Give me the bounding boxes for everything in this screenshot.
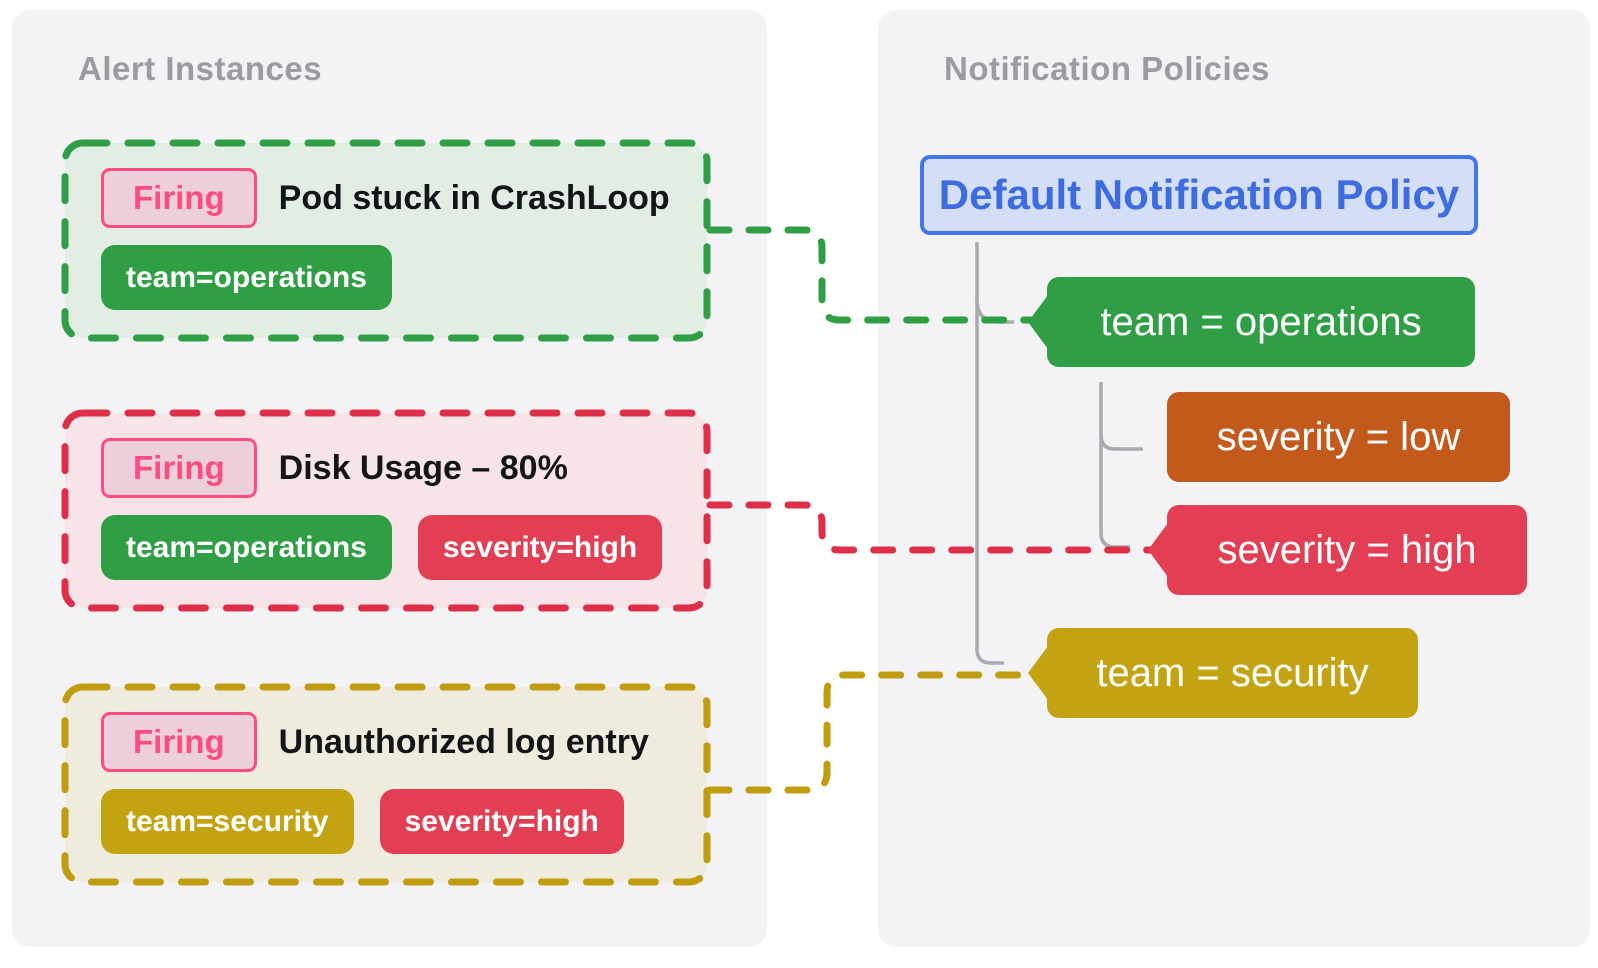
alert-card-unauthorized-log: Firing Unauthorized log entry team=secur…	[65, 687, 707, 882]
policy-node-team-security: team = security	[1047, 628, 1418, 718]
policy-node-label: severity = high	[1217, 527, 1477, 572]
label-chip-team-operations: team=operations	[101, 245, 392, 310]
alert-card-header: Firing Disk Usage – 80%	[101, 438, 568, 498]
policy-node-label: team = operations	[1100, 299, 1422, 344]
policy-node-team-operations: team = operations	[1047, 277, 1475, 367]
alert-card-header: Firing Pod stuck in CrashLoop	[101, 168, 670, 228]
alert-labels: team=operations severity=high	[101, 515, 663, 580]
alert-instances-title: Alert Instances	[78, 50, 323, 87]
label-chip-severity-high: severity=high	[379, 789, 624, 854]
policy-node-label: team = security	[1096, 650, 1369, 695]
status-badge: Firing	[101, 712, 257, 772]
status-badge: Firing	[101, 168, 257, 228]
notification-policies-title: Notification Policies	[944, 50, 1270, 87]
alert-title: Disk Usage – 80%	[278, 448, 568, 487]
alert-card-header: Firing Unauthorized log entry	[101, 712, 649, 772]
alert-card-disk-usage: Firing Disk Usage – 80% team=operations …	[65, 413, 707, 608]
policy-node-label: severity = low	[1216, 414, 1461, 459]
label-chip-team-operations: team=operations	[101, 515, 392, 580]
alert-labels: team=security severity=high	[101, 789, 624, 854]
alert-labels: team=operations	[101, 245, 392, 310]
policy-node-severity-low: severity = low	[1167, 392, 1510, 482]
alert-title: Unauthorized log entry	[278, 722, 649, 761]
label-chip-severity-high: severity=high	[417, 515, 663, 580]
policy-node-severity-high: severity = high	[1167, 505, 1527, 595]
alert-card-crashloop: Firing Pod stuck in CrashLoop team=opera…	[65, 143, 707, 338]
default-notification-policy-box: Default Notification Policy	[920, 155, 1478, 235]
label-chip-team-security: team=security	[101, 789, 354, 854]
status-badge: Firing	[101, 438, 257, 498]
alert-title: Pod stuck in CrashLoop	[278, 178, 670, 217]
